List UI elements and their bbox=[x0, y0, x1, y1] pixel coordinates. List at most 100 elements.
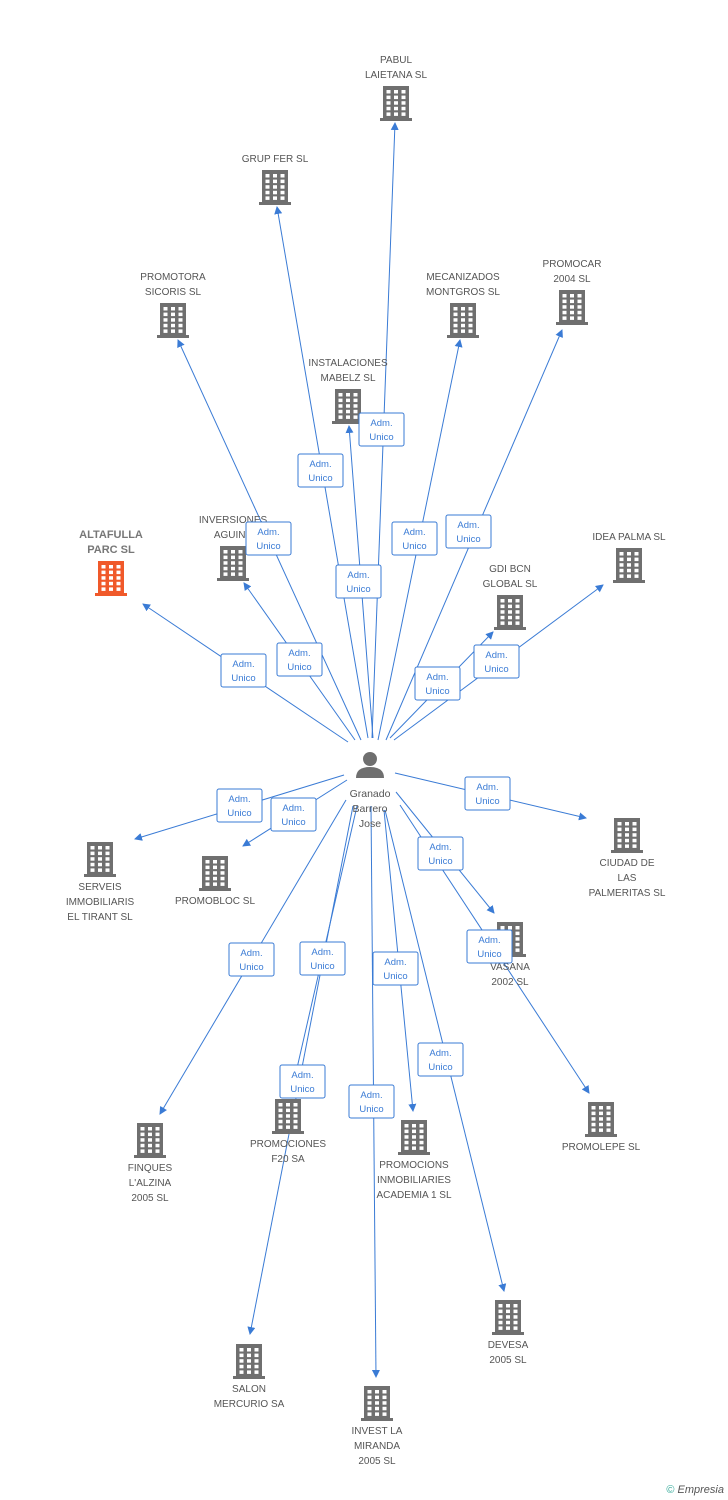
company-node-promobloc[interactable]: PROMOBLOC SL bbox=[175, 856, 255, 907]
company-node-promolepe[interactable]: PROMOLEPE SL bbox=[562, 1102, 641, 1153]
relation-label-promobloc[interactable]: Adm.Unico bbox=[270, 797, 317, 832]
building-icon-window bbox=[293, 1125, 298, 1129]
building-icon-window bbox=[375, 1401, 379, 1405]
relation-label-instalaciones-mabelz-text: Adm. bbox=[347, 570, 369, 581]
building-icon-window bbox=[382, 1395, 387, 1400]
building-icon-window bbox=[562, 316, 567, 320]
relation-label-ciudad-palmeritas-text: Adm. bbox=[476, 782, 498, 793]
relation-label-inversiones-aguina[interactable]: Adm.Unico bbox=[276, 642, 323, 677]
relation-label-vasana[interactable]: Adm.Unico bbox=[417, 836, 464, 871]
building-icon-window bbox=[627, 552, 631, 556]
relation-label-grup-fer[interactable]: Adm.Unico bbox=[297, 453, 344, 488]
relation-label-gdi-bcn[interactable]: Adm.Unico bbox=[414, 666, 461, 701]
company-label-devesa-line: 2005 SL bbox=[489, 1355, 527, 1366]
relation-label-gdi-bcn-box bbox=[414, 666, 461, 701]
relation-label-altafulla-parc[interactable]: Adm.Unico bbox=[220, 653, 267, 688]
building-icon-window bbox=[412, 1135, 416, 1139]
building-icon-window bbox=[632, 822, 637, 826]
relation-label-pabul-box bbox=[358, 412, 405, 447]
building-icon-window bbox=[346, 398, 350, 403]
relation-label-serveis-immobiliaris-text: Adm. bbox=[228, 794, 250, 805]
company-node-idea-palma[interactable]: IDEA PALMA SL bbox=[592, 532, 666, 583]
building-icon-window bbox=[98, 857, 102, 861]
building-icon-base bbox=[361, 1418, 393, 1421]
copyright-symbol: © bbox=[666, 1484, 675, 1496]
building-icon-window bbox=[220, 865, 225, 870]
relation-label-promotora-sicoris-box bbox=[245, 521, 292, 556]
relation-label-serveis-immobiliaris-text: Unico bbox=[227, 808, 251, 819]
company-label-vasana-line: VASANA bbox=[490, 962, 530, 973]
relation-label-serveis-immobiliaris[interactable]: Adm. Unico bbox=[216, 788, 263, 823]
relation-label-promolepe[interactable]: Adm.Unico bbox=[466, 929, 513, 964]
building-icon-window bbox=[619, 574, 624, 578]
building-icon-window bbox=[109, 576, 113, 580]
relation-label-salon-mercurio[interactable]: Adm.Unico bbox=[279, 1064, 326, 1099]
relation-label-promobloc-box bbox=[270, 797, 317, 832]
company-label-promobloc-line: PROMOBLOC SL bbox=[175, 896, 255, 907]
building-icon-window bbox=[404, 1135, 409, 1139]
building-icon-window bbox=[223, 566, 228, 571]
relation-label-instalaciones-mabelz[interactable]: Adm.Unico bbox=[335, 564, 382, 599]
relation-label-promocar[interactable]: Adm.Unico bbox=[445, 514, 492, 549]
person-name-line: Jose bbox=[359, 818, 381, 830]
building-icon-window bbox=[606, 1128, 611, 1132]
building-icon-window bbox=[171, 329, 175, 333]
relation-label-invest-miranda[interactable]: Adm.Unico bbox=[348, 1084, 395, 1119]
building-icon-window bbox=[404, 1129, 409, 1134]
building-icon-window bbox=[634, 552, 639, 556]
building-icon-window bbox=[247, 1353, 251, 1358]
building-icon-window bbox=[394, 90, 398, 94]
building-icon-window bbox=[109, 581, 113, 586]
building-icon-window bbox=[273, 179, 277, 184]
building-icon-window bbox=[90, 857, 95, 861]
building-icon-window bbox=[634, 563, 639, 567]
relation-label-pabul[interactable]: Adm.Unico bbox=[358, 412, 405, 447]
building-icon-window bbox=[515, 604, 520, 609]
building-icon-window bbox=[231, 561, 235, 565]
relation-label-ciudad-palmeritas[interactable]: Adm.Unico bbox=[464, 776, 511, 811]
building-icon bbox=[259, 170, 291, 205]
building-icon-window bbox=[515, 599, 520, 603]
person-icon bbox=[356, 752, 384, 778]
company-label-invest-miranda-line: 2005 SL bbox=[358, 1456, 396, 1467]
relation-label-promociones-f20-text: Adm. bbox=[311, 947, 333, 958]
company-node-promotora-sicoris[interactable]: PROMOTORA SICORIS SL bbox=[140, 272, 206, 338]
building-icon-window bbox=[205, 860, 210, 864]
building-icon-window bbox=[461, 318, 465, 322]
relation-label-finques-alzina[interactable]: Adm.Unico bbox=[228, 942, 275, 977]
building-icon-window bbox=[101, 587, 106, 591]
relation-label-promotora-sicoris[interactable]: Adm.Unico bbox=[245, 521, 292, 556]
relation-label-promocions-academia[interactable]: Adm.Unico bbox=[372, 951, 419, 986]
building-icon-window bbox=[591, 1117, 596, 1121]
company-node-grup-fer[interactable]: GRUP FER SL bbox=[242, 154, 309, 205]
building-icon-window bbox=[506, 1309, 510, 1314]
relation-label-devesa[interactable]: Adm.Unico bbox=[417, 1042, 464, 1077]
building-icon bbox=[134, 1123, 166, 1158]
company-label-promotora-sicoris-line: PROMOTORA bbox=[140, 272, 206, 283]
building-icon-window bbox=[591, 1122, 596, 1127]
relation-label-idea-palma[interactable]: Adm.Unico bbox=[473, 644, 520, 679]
building-icon-window bbox=[577, 305, 582, 309]
relation-label-promociones-f20[interactable]: Adm.Unico bbox=[299, 941, 346, 976]
building-icon-window bbox=[155, 1143, 160, 1148]
building-icon-window bbox=[375, 1412, 379, 1416]
relation-label-mecanizados-montgros[interactable]: Adm.Unico bbox=[391, 521, 438, 556]
company-label-promotora-sicoris-line: SICORIS SL bbox=[145, 287, 202, 298]
company-label-ciudad-palmeritas-line: PALMERITAS SL bbox=[589, 888, 666, 899]
